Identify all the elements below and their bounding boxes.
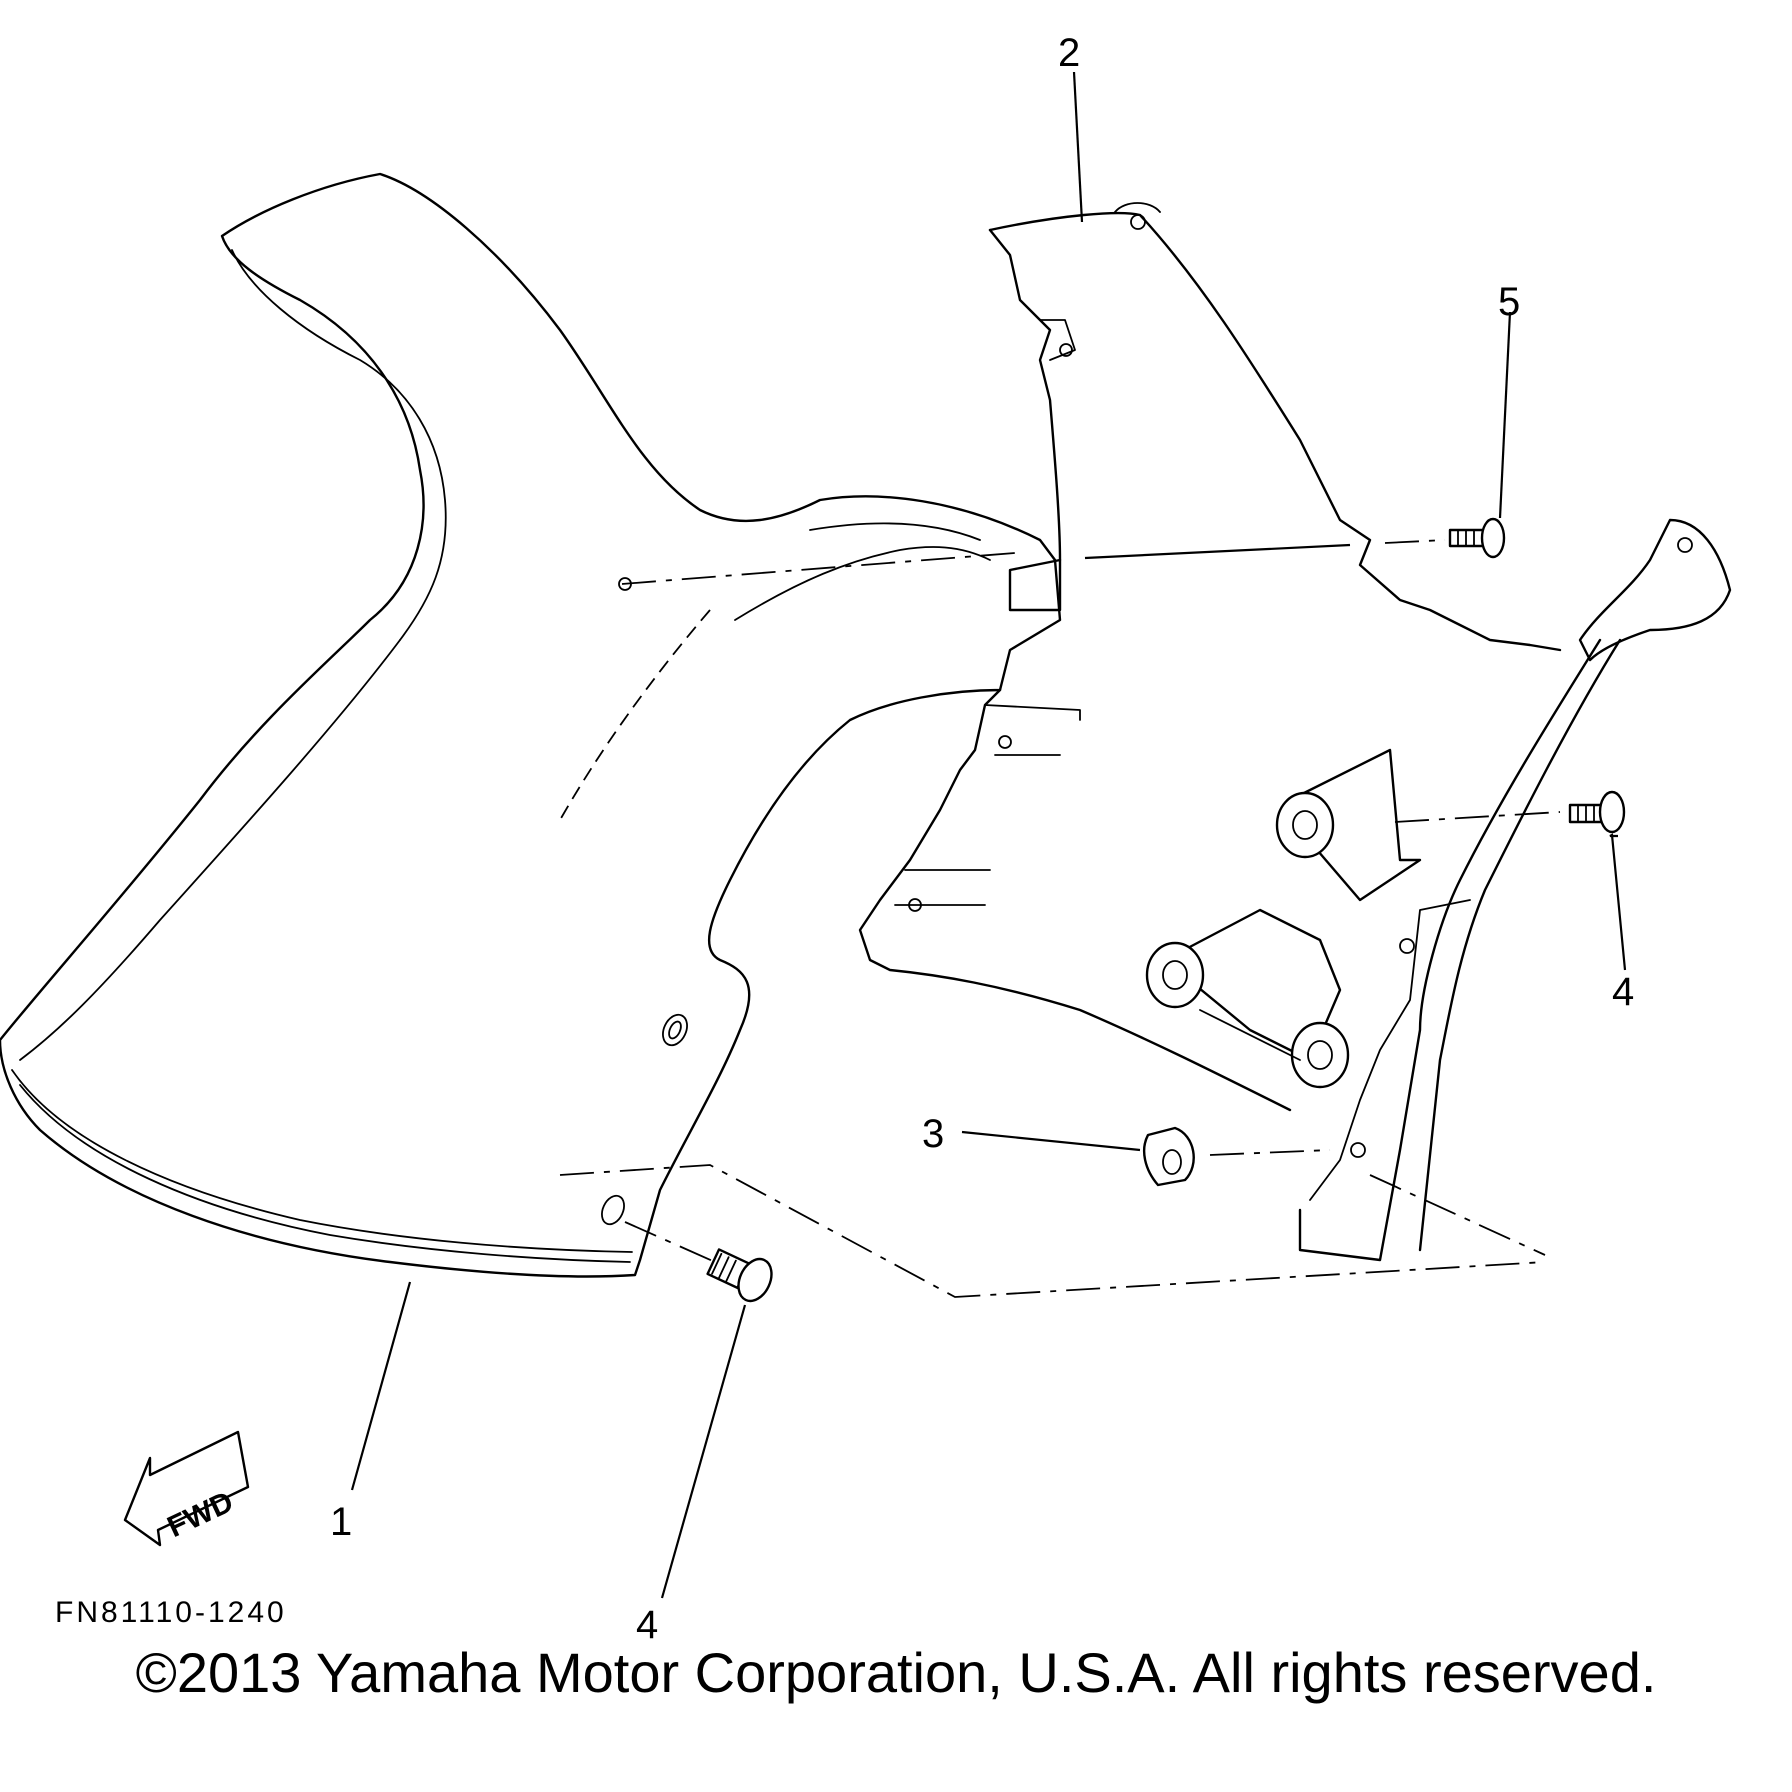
forward-arrow-icon: FWD: [123, 1430, 250, 1547]
part-4-screw-lower: [706, 1248, 773, 1303]
callout-4-lower: 4: [636, 1603, 658, 1647]
forward-label: FWD: [162, 1485, 238, 1544]
callout-2: 2: [1058, 31, 1080, 75]
callout-leaders: [350, 71, 1627, 1599]
part-4-screw-right: [1568, 790, 1626, 834]
bracket-stay: [1145, 518, 1732, 1262]
part-1-lower-cowling: [0, 172, 1062, 1278]
alignment-lines: [559, 539, 1561, 1298]
copyright-notice: ©2013 Yamaha Motor Corporation, U.S.A. A…: [135, 1641, 1657, 1704]
callout-1: 1: [330, 1500, 352, 1544]
part-2-inner-panel: [858, 202, 1562, 1112]
part-5-bolt: [1448, 517, 1506, 559]
figure-code: FN81110-1240: [55, 1596, 287, 1629]
callout-3: 3: [922, 1112, 944, 1156]
callout-4-right: 4: [1612, 970, 1634, 1014]
callout-5: 5: [1498, 280, 1520, 324]
part-3-nut: [1143, 1126, 1195, 1187]
